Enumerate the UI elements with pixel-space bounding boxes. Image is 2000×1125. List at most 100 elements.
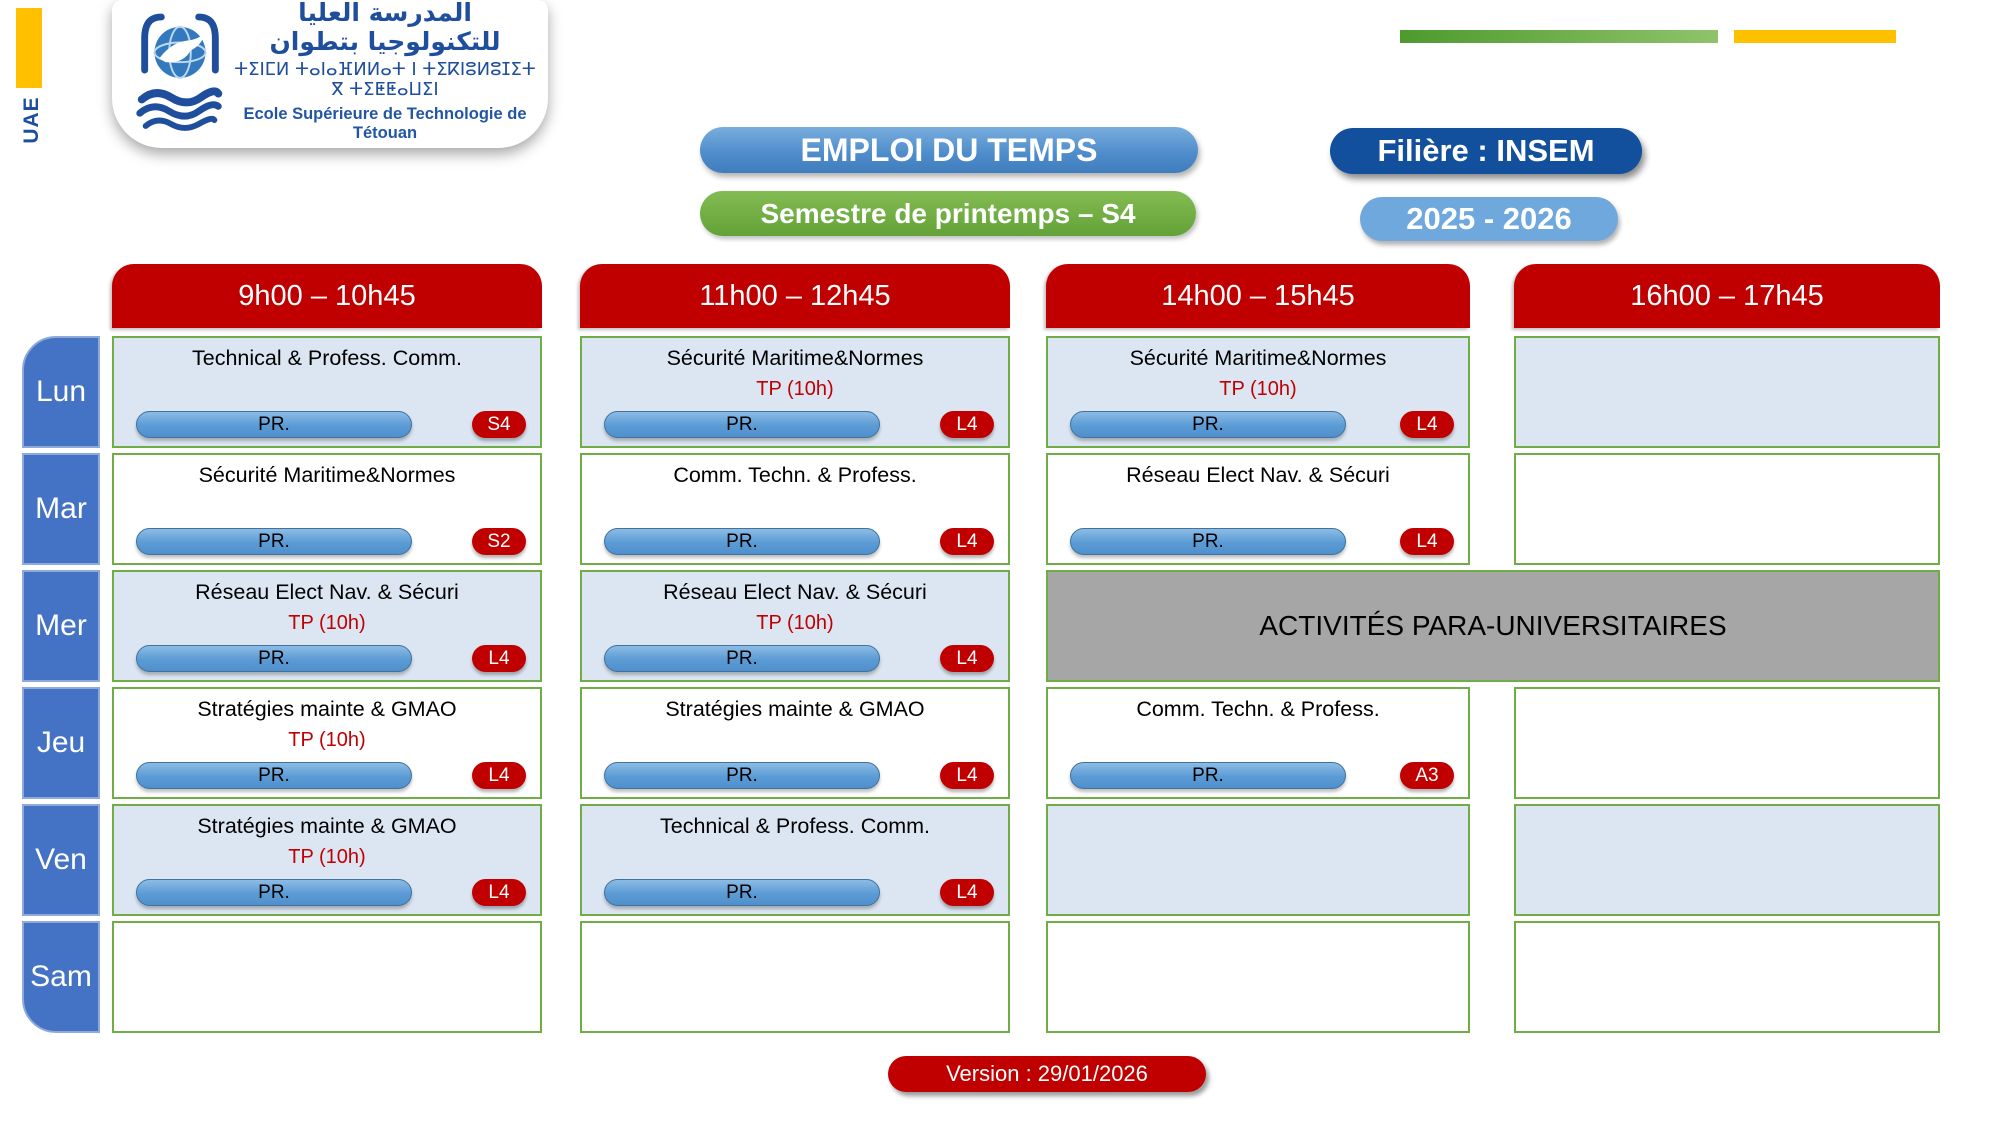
course-cell: Comm. Techn. & Profess. PR. L4	[580, 453, 1010, 565]
room-badge: S2	[472, 528, 526, 555]
course-title: Réseau Elect Nav. & Sécuri	[195, 580, 459, 604]
decor-bar-green	[1400, 30, 1718, 43]
teacher-pill: PR.	[136, 879, 412, 906]
teacher-pill: PR.	[604, 528, 880, 555]
time-slot-header: 16h00 – 17h45	[1514, 264, 1940, 328]
room-badge: L4	[1400, 411, 1454, 438]
course-session-note: TP (10h)	[756, 378, 834, 400]
timetable-row-jeu: Jeu Stratégies mainte & GMAO TP (10h) PR. L4…	[22, 687, 1940, 799]
teacher-pill: PR.	[604, 879, 880, 906]
decor-bar-yellow	[1734, 30, 1896, 43]
school-name-arabic: المدرسة العليا للتكنولوجيا بتطوان	[269, 0, 501, 56]
course-cell: Comm. Techn. & Profess. PR. A3	[1046, 687, 1470, 799]
uae-label: UAE	[20, 96, 43, 144]
empty-slot-cell	[580, 921, 1010, 1033]
version-badge: Version : 29/01/2026	[888, 1056, 1206, 1092]
room-badge: S4	[472, 411, 526, 438]
course-cell: Réseau Elect Nav. & Sécuri TP (10h) PR. L4	[112, 570, 542, 682]
teacher-pill: PR.	[1070, 762, 1346, 789]
uae-accent-bar	[16, 8, 42, 88]
course-title: Technical & Profess. Comm.	[191, 346, 463, 370]
time-header-row: 9h00 – 10h45 11h00 – 12h45 14h00 – 15h45 16…	[22, 264, 1940, 328]
time-slot-header: 9h00 – 10h45	[112, 264, 542, 328]
empty-slot-cell	[1046, 921, 1470, 1033]
course-title: Stratégies mainte & GMAO	[197, 814, 457, 838]
empty-slot-cell	[1514, 804, 1940, 916]
room-badge: L4	[940, 528, 994, 555]
course-cell: Réseau Elect Nav. & Sécuri TP (10h) PR. L4	[580, 570, 1010, 682]
teacher-pill: PR.	[136, 411, 412, 438]
empty-slot-cell	[112, 921, 542, 1033]
course-session-note: TP (10h)	[288, 846, 366, 868]
school-name-french: Ecole Supérieure de Technologie de Tétou…	[243, 104, 527, 142]
time-slot-header: 11h00 – 12h45	[580, 264, 1010, 328]
empty-slot-cell	[1514, 336, 1940, 448]
teacher-pill: PR.	[136, 762, 412, 789]
course-title: Comm. Techn. & Profess.	[1136, 697, 1380, 721]
teacher-pill: PR.	[1070, 528, 1346, 555]
empty-slot-cell	[1514, 687, 1940, 799]
course-title: Sécurité Maritime&Normes	[666, 346, 924, 370]
timetable-row-lun: Lun Technical & Profess. Comm. PR. S4 Sécuri…	[22, 336, 1940, 448]
filiere-badge: Filière : INSEM	[1330, 128, 1642, 174]
day-header-jeu: Jeu	[22, 687, 100, 799]
course-cell: Stratégies mainte & GMAO PR. L4	[580, 687, 1010, 799]
course-title: Stratégies mainte & GMAO	[197, 697, 457, 721]
course-cell: Technical & Profess. Comm. PR. L4	[580, 804, 1010, 916]
course-title: Comm. Techn. & Profess.	[673, 463, 917, 487]
empty-slot-cell	[1046, 804, 1470, 916]
day-header-sam: Sam	[22, 921, 100, 1033]
room-badge: L4	[472, 879, 526, 906]
course-title: Sécurité Maritime&Normes	[1129, 346, 1387, 370]
teacher-pill: PR.	[604, 411, 880, 438]
course-title: Sécurité Maritime&Normes	[198, 463, 456, 487]
course-session-note: TP (10h)	[288, 612, 366, 634]
school-logo-card: المدرسة العليا للتكنولوجيا بتطوان ⵜⵉⵏⵎⵍ …	[112, 0, 548, 148]
empty-slot-cell	[1514, 453, 1940, 565]
timetable-row-sam: Sam	[22, 921, 1940, 1033]
day-header-lun: Lun	[22, 336, 100, 448]
day-header-ven: Ven	[22, 804, 100, 916]
course-title: Réseau Elect Nav. & Sécuri	[1126, 463, 1390, 487]
course-session-note: TP (10h)	[1219, 378, 1297, 400]
room-badge: A3	[1400, 762, 1454, 789]
activities-cell: ACTIVITÉS PARA-UNIVERSITAIRES	[1046, 570, 1940, 682]
room-badge: L4	[940, 879, 994, 906]
teacher-pill: PR.	[136, 645, 412, 672]
timetable-row-ven: Ven Stratégies mainte & GMAO TP (10h) PR. L4…	[22, 804, 1940, 916]
course-title: Technical & Profess. Comm.	[659, 814, 931, 838]
day-column-spacer	[22, 264, 112, 328]
room-badge: L4	[1400, 528, 1454, 555]
course-session-note: TP (10h)	[756, 612, 834, 634]
room-badge: L4	[472, 762, 526, 789]
room-badge: L4	[472, 645, 526, 672]
time-slot-header: 14h00 – 15h45	[1046, 264, 1470, 328]
school-name-block: المدرسة العليا للتكنولوجيا بتطوان ⵜⵉⵏⵎⵍ …	[234, 0, 536, 143]
course-title: Réseau Elect Nav. & Sécuri	[663, 580, 927, 604]
course-cell: Stratégies mainte & GMAO TP (10h) PR. L4	[112, 687, 542, 799]
semester-badge: Semestre de printemps – S4	[700, 191, 1196, 236]
course-title: Stratégies mainte & GMAO	[665, 697, 925, 721]
room-badge: L4	[940, 762, 994, 789]
room-badge: L4	[940, 411, 994, 438]
course-cell: Stratégies mainte & GMAO TP (10h) PR. L4	[112, 804, 542, 916]
course-cell: Technical & Profess. Comm. PR. S4	[112, 336, 542, 448]
teacher-pill: PR.	[136, 528, 412, 555]
school-name-tifinagh: ⵜⵉⵏⵎⵍ ⵜⴰⵏⴰⴼⵍⵍⴰⵜ ⵏ ⵜⵉⴽⵏⵓⵍⵓⵊⵉⵜ ⴳ ⵜⵉⵟⵟⴰⵡⵉⵏ	[234, 58, 536, 101]
page-title: EMPLOI DU TEMPS	[700, 127, 1198, 173]
school-logo-icon	[136, 13, 223, 131]
teacher-pill: PR.	[604, 645, 880, 672]
day-header-mar: Mar	[22, 453, 100, 565]
academic-year-badge: 2025 - 2026	[1360, 197, 1618, 241]
teacher-pill: PR.	[604, 762, 880, 789]
course-session-note: TP (10h)	[288, 729, 366, 751]
room-badge: L4	[940, 645, 994, 672]
empty-slot-cell	[1514, 921, 1940, 1033]
course-cell: Sécurité Maritime&Normes TP (10h) PR. L4	[580, 336, 1010, 448]
timetable-grid: 9h00 – 10h45 11h00 – 12h45 14h00 – 15h45 16…	[22, 264, 1940, 1038]
